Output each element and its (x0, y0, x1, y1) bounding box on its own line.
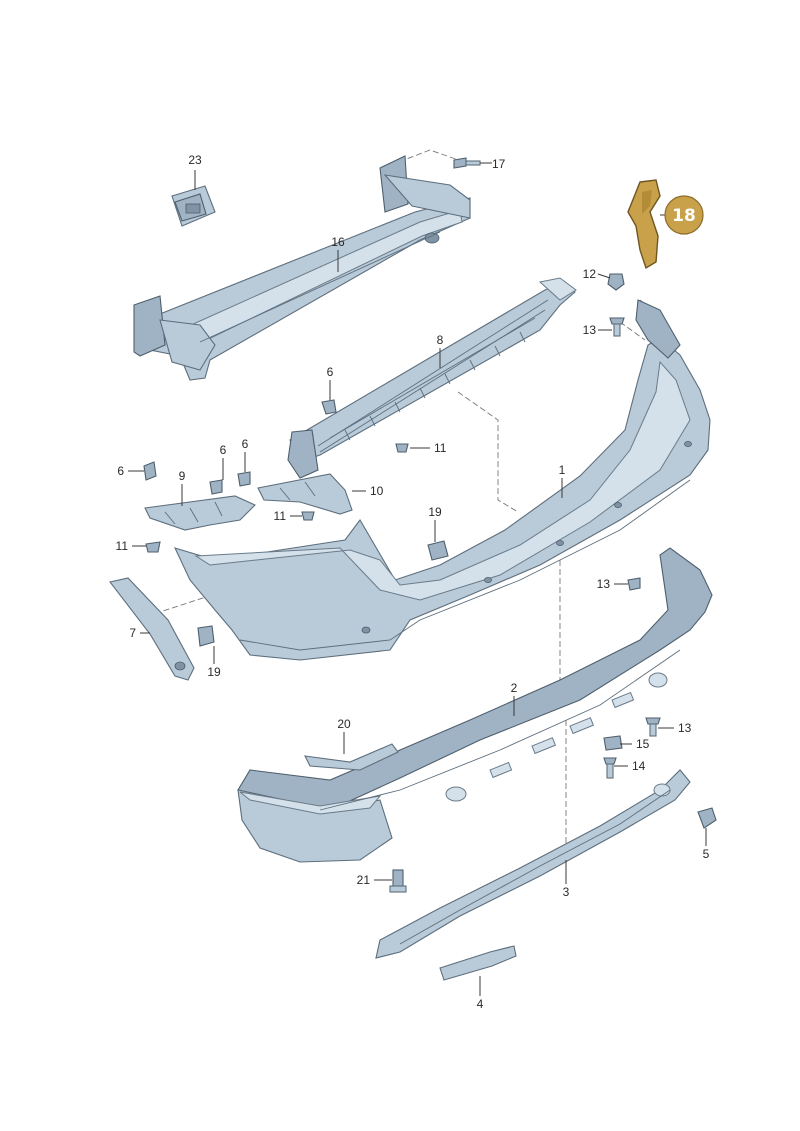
label-15[interactable]: 15 (636, 737, 650, 751)
label-6-mid-a[interactable]: 6 (220, 443, 227, 457)
label-3[interactable]: 3 (563, 885, 570, 899)
label-6-mid-b[interactable]: 6 (242, 437, 249, 451)
label-13-mid[interactable]: 13 (597, 577, 611, 591)
label-21[interactable]: 21 (357, 873, 371, 887)
part-7-side-trim (109, 577, 195, 681)
label-14[interactable]: 14 (632, 759, 646, 773)
part-17-bolt (453, 157, 481, 169)
label-11-left[interactable]: 11 (116, 539, 129, 553)
part-1-bumper-cover (173, 299, 711, 661)
part-14-screw (603, 757, 617, 779)
part-6-clips (143, 399, 337, 495)
part-9-bracket (144, 495, 256, 531)
label-6-rail[interactable]: 6 (327, 365, 334, 379)
label-6-left[interactable]: 6 (117, 464, 124, 478)
label-2[interactable]: 2 (511, 681, 518, 695)
part-19-clips (197, 540, 449, 647)
label-19-upper[interactable]: 19 (428, 505, 442, 519)
part-8-guide-rail (287, 277, 577, 479)
label-23[interactable]: 23 (188, 153, 202, 167)
label-5[interactable]: 5 (703, 847, 710, 861)
part-21-clip (389, 869, 407, 893)
label-13-upper[interactable]: 13 (583, 323, 597, 337)
label-11-bracket[interactable]: 11 (274, 509, 287, 523)
label-13-lower[interactable]: 13 (678, 721, 692, 735)
label-17[interactable]: 17 (492, 157, 506, 171)
label-11-rail[interactable]: 11 (434, 441, 447, 455)
label-1[interactable]: 1 (559, 463, 566, 477)
part-10-bracket (257, 473, 353, 515)
leader-lines (128, 162, 707, 996)
part-13-screw-upper (609, 317, 625, 337)
label-10[interactable]: 10 (370, 484, 384, 498)
label-4[interactable]: 4 (477, 997, 484, 1011)
label-12[interactable]: 12 (583, 267, 597, 281)
part-11-screws (145, 443, 409, 553)
callout-18[interactable]: 18 (664, 195, 704, 235)
label-9[interactable]: 9 (179, 469, 186, 483)
part-5-cap (697, 807, 717, 829)
part-2-lower-bumper (237, 547, 713, 863)
callout-18-label: 18 (672, 206, 696, 226)
label-16[interactable]: 16 (331, 235, 345, 249)
part-20-reflector (304, 743, 399, 771)
part-23-cap (171, 185, 216, 227)
label-20[interactable]: 20 (337, 717, 351, 731)
part-3-lower-trim (375, 769, 691, 959)
label-8[interactable]: 8 (437, 333, 444, 347)
part-18-bracket (627, 179, 661, 270)
label-7[interactable]: 7 (129, 626, 136, 640)
part-labels: 23 17 16 12 13 8 6 11 6 6 6 9 10 11 11 1… (116, 153, 710, 1011)
part-12-clip (607, 273, 625, 291)
part-15-nut (603, 735, 623, 751)
part-4-reflector (439, 945, 517, 981)
part-16-impact-beam (133, 155, 471, 381)
label-19-lower[interactable]: 19 (207, 665, 221, 679)
part-13-screws (627, 577, 661, 737)
